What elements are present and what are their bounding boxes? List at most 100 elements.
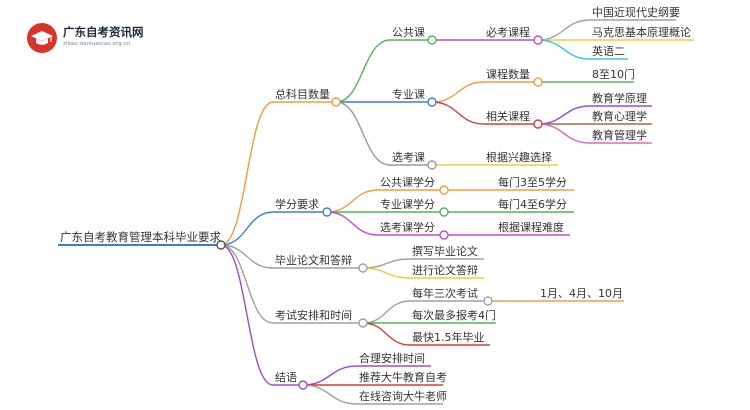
mindmap-node[interactable]: 每次最多报考4门 — [410, 308, 496, 324]
connector-line — [362, 300, 411, 324]
node-label: 马克思基本原理概论 — [592, 25, 691, 39]
mindmap-node[interactable]: 在线咨询大牛老师 — [357, 389, 447, 405]
mindmap-node[interactable]: 1月、4月、10月 — [538, 287, 624, 302]
node-label: 专业课学分 — [380, 197, 435, 211]
graduation-cap-icon — [27, 23, 57, 53]
node-label: 考试安排和时间 — [275, 308, 352, 322]
mindmap-node[interactable]: 中国近现代史纲要 — [590, 6, 680, 21]
mindmap-node[interactable]: 英语二 — [590, 44, 628, 60]
mindmap-node[interactable]: 专业课学分 — [378, 197, 440, 213]
mindmap-root[interactable]: 广东自考教育管理本科毕业要求 — [58, 230, 221, 246]
node-label: 撰写毕业论文 — [412, 244, 478, 258]
connector-line — [220, 211, 274, 246]
collapse-knob[interactable] — [483, 296, 493, 306]
connector-line — [335, 39, 391, 103]
mindmap-node[interactable]: 选考课学分 — [378, 220, 440, 236]
connector-line — [220, 101, 274, 246]
node-label: 推荐大牛教育自考 — [359, 370, 447, 384]
connector-line — [220, 244, 274, 386]
mindmap-node[interactable]: 最快1.5年毕业 — [410, 330, 490, 346]
mindmap-node[interactable]: 合理安排时间 — [357, 351, 431, 367]
connector-line — [537, 39, 591, 60]
collapse-knob[interactable] — [533, 35, 543, 45]
mindmap-node[interactable]: 总科目数量 — [273, 87, 332, 103]
mindmap-node[interactable]: 公共课 — [390, 26, 428, 41]
collapse-knob[interactable] — [439, 185, 449, 195]
mindmap-node[interactable]: 选考课 — [390, 151, 428, 166]
root-label: 广东自考教育管理本科毕业要求 — [60, 230, 221, 244]
connector-line — [302, 384, 358, 405]
node-label: 进行论文答辩 — [412, 263, 478, 277]
collapse-knob[interactable] — [439, 207, 449, 217]
mindmap-node[interactable]: 8至10门 — [590, 67, 635, 83]
node-label: 总科目数量 — [275, 87, 330, 101]
node-label: 相关课程 — [486, 109, 530, 123]
node-label: 结语 — [275, 371, 297, 384]
collapse-knob[interactable] — [331, 97, 341, 107]
collapse-knob-layer — [216, 35, 543, 390]
node-label: 课程数量 — [486, 68, 530, 81]
collapse-knob[interactable] — [322, 207, 332, 217]
node-label: 每次最多报考4门 — [412, 308, 496, 322]
connector-layer — [220, 19, 591, 405]
collapse-knob[interactable] — [358, 263, 368, 273]
connector-line — [431, 81, 485, 103]
mindmap-node[interactable]: 毕业论文和答辩 — [273, 253, 359, 269]
collapse-knob[interactable] — [533, 77, 543, 87]
node-label: 每门4至6学分 — [498, 197, 567, 211]
brand-subtitle: zikao.danluexiao.org.cn — [63, 41, 131, 47]
node-label: 根据课程难度 — [498, 220, 564, 234]
connector-line — [537, 123, 591, 144]
connector-line — [431, 101, 485, 125]
mindmap-node[interactable]: 每门4至6学分 — [496, 197, 574, 213]
mindmap-node[interactable]: 教育学原理 — [590, 91, 652, 107]
node-label: 每年三次考试 — [412, 286, 478, 300]
node-label: 合理安排时间 — [359, 351, 425, 365]
connector-line — [220, 244, 274, 324]
node-label: 每门3至5学分 — [498, 175, 567, 189]
node-label: 专业课 — [392, 87, 425, 101]
mindmap-node[interactable]: 进行论文答辩 — [410, 263, 484, 279]
mindmap-node[interactable]: 结语 — [273, 371, 299, 386]
collapse-knob[interactable] — [533, 119, 543, 129]
connector-line — [537, 105, 591, 125]
connector-line — [302, 365, 358, 386]
mindmap-node[interactable]: 学分要求 — [273, 197, 323, 213]
node-label: 教育学原理 — [592, 91, 647, 105]
mindmap-node[interactable]: 必考课程 — [484, 26, 534, 41]
mindmap-node[interactable]: 马克思基本原理概论 — [590, 25, 694, 41]
node-label: 1月、4月、10月 — [540, 287, 623, 300]
node-label: 必考课程 — [486, 26, 530, 39]
node-label: 教育心理学 — [592, 109, 647, 123]
node-label: 最快1.5年毕业 — [412, 330, 485, 344]
collapse-knob[interactable] — [427, 97, 437, 107]
mindmap-node[interactable]: 教育管理学 — [590, 128, 652, 144]
collapse-knob[interactable] — [298, 380, 308, 390]
brand-title: 广东自考资讯网 — [63, 25, 144, 39]
mindmap-node[interactable]: 根据课程难度 — [496, 220, 570, 236]
connector-line — [362, 322, 411, 346]
mindmap-node[interactable]: 课程数量 — [484, 68, 534, 83]
node-label: 选考课 — [392, 151, 425, 164]
node-label: 公共课学分 — [380, 175, 435, 189]
connector-line — [335, 101, 391, 166]
mindmap-node[interactable]: 相关课程 — [484, 109, 534, 125]
collapse-knob[interactable] — [439, 230, 449, 240]
collapse-knob[interactable] — [427, 160, 437, 170]
node-label: 8至10门 — [592, 67, 635, 81]
mindmap-node[interactable]: 公共课学分 — [378, 175, 440, 191]
node-label: 公共课 — [392, 26, 425, 39]
mindmap-node[interactable]: 专业课 — [390, 87, 428, 103]
mindmap-node[interactable]: 考试安排和时间 — [273, 308, 359, 324]
collapse-knob[interactable] — [358, 318, 368, 328]
mindmap-node[interactable]: 撰写毕业论文 — [410, 244, 484, 260]
mindmap-node[interactable]: 推荐大牛教育自考 — [357, 370, 447, 386]
mindmap-node[interactable]: 教育心理学 — [590, 109, 652, 125]
mindmap-node[interactable]: 每门3至5学分 — [496, 175, 574, 191]
connector-line — [220, 244, 274, 269]
mindmap-node[interactable]: 每年三次考试 — [410, 286, 484, 302]
collapse-knob[interactable] — [427, 35, 437, 45]
mindmap-node[interactable]: 根据兴趣选择 — [484, 150, 558, 166]
collapse-knob[interactable] — [216, 240, 226, 250]
